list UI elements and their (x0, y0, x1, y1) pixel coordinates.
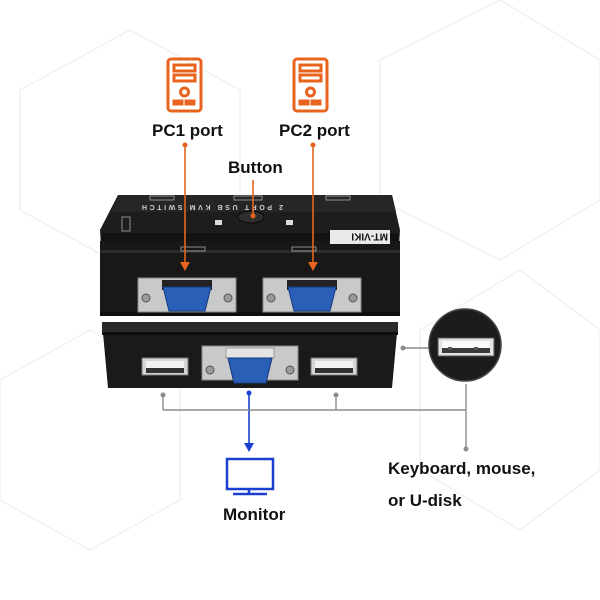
pc2-connector-line (308, 142, 318, 271)
monitor-icon (225, 457, 275, 496)
pc1-vga-port (137, 277, 237, 313)
pc2-arrow-icon (308, 262, 318, 271)
brand-badge: MT-VIKI (330, 230, 390, 244)
peripheral-connector-line (160, 345, 469, 452)
usb-port-left (141, 357, 189, 376)
peripheral-label-line2: or U-disk (388, 491, 462, 510)
monitor-arrow-icon (244, 443, 254, 452)
usb-port-zoom-callout (428, 308, 502, 382)
button-connector-line (250, 180, 256, 219)
button-label: Button (228, 158, 283, 177)
indicator-1-led (286, 220, 293, 225)
pc1-desktop-tower-icon (166, 57, 203, 113)
device-model-text: 2 PORT USB KVM SWITCH (139, 203, 283, 210)
pc2-vga-port (262, 277, 362, 313)
usb-port-icon (437, 337, 495, 357)
indicator-2-led (215, 220, 222, 225)
peripheral-label-line1: Keyboard, mouse, (388, 459, 536, 478)
monitor-vga-port (201, 345, 299, 384)
pc2-desktop-tower-icon (292, 57, 329, 113)
monitor-connector-line (244, 390, 254, 452)
bg-hexagon (0, 329, 181, 551)
pc1-port-label: PC1 port (152, 121, 223, 140)
pc1-arrow-icon (180, 262, 190, 271)
pc1-connector-line (180, 142, 190, 271)
usb-port-right (310, 357, 358, 376)
monitor-label: Monitor (223, 505, 286, 524)
pc2-port-label: PC2 port (279, 121, 350, 140)
brand-text: MT-VIKI (351, 231, 388, 242)
bg-hexagon (419, 269, 600, 531)
